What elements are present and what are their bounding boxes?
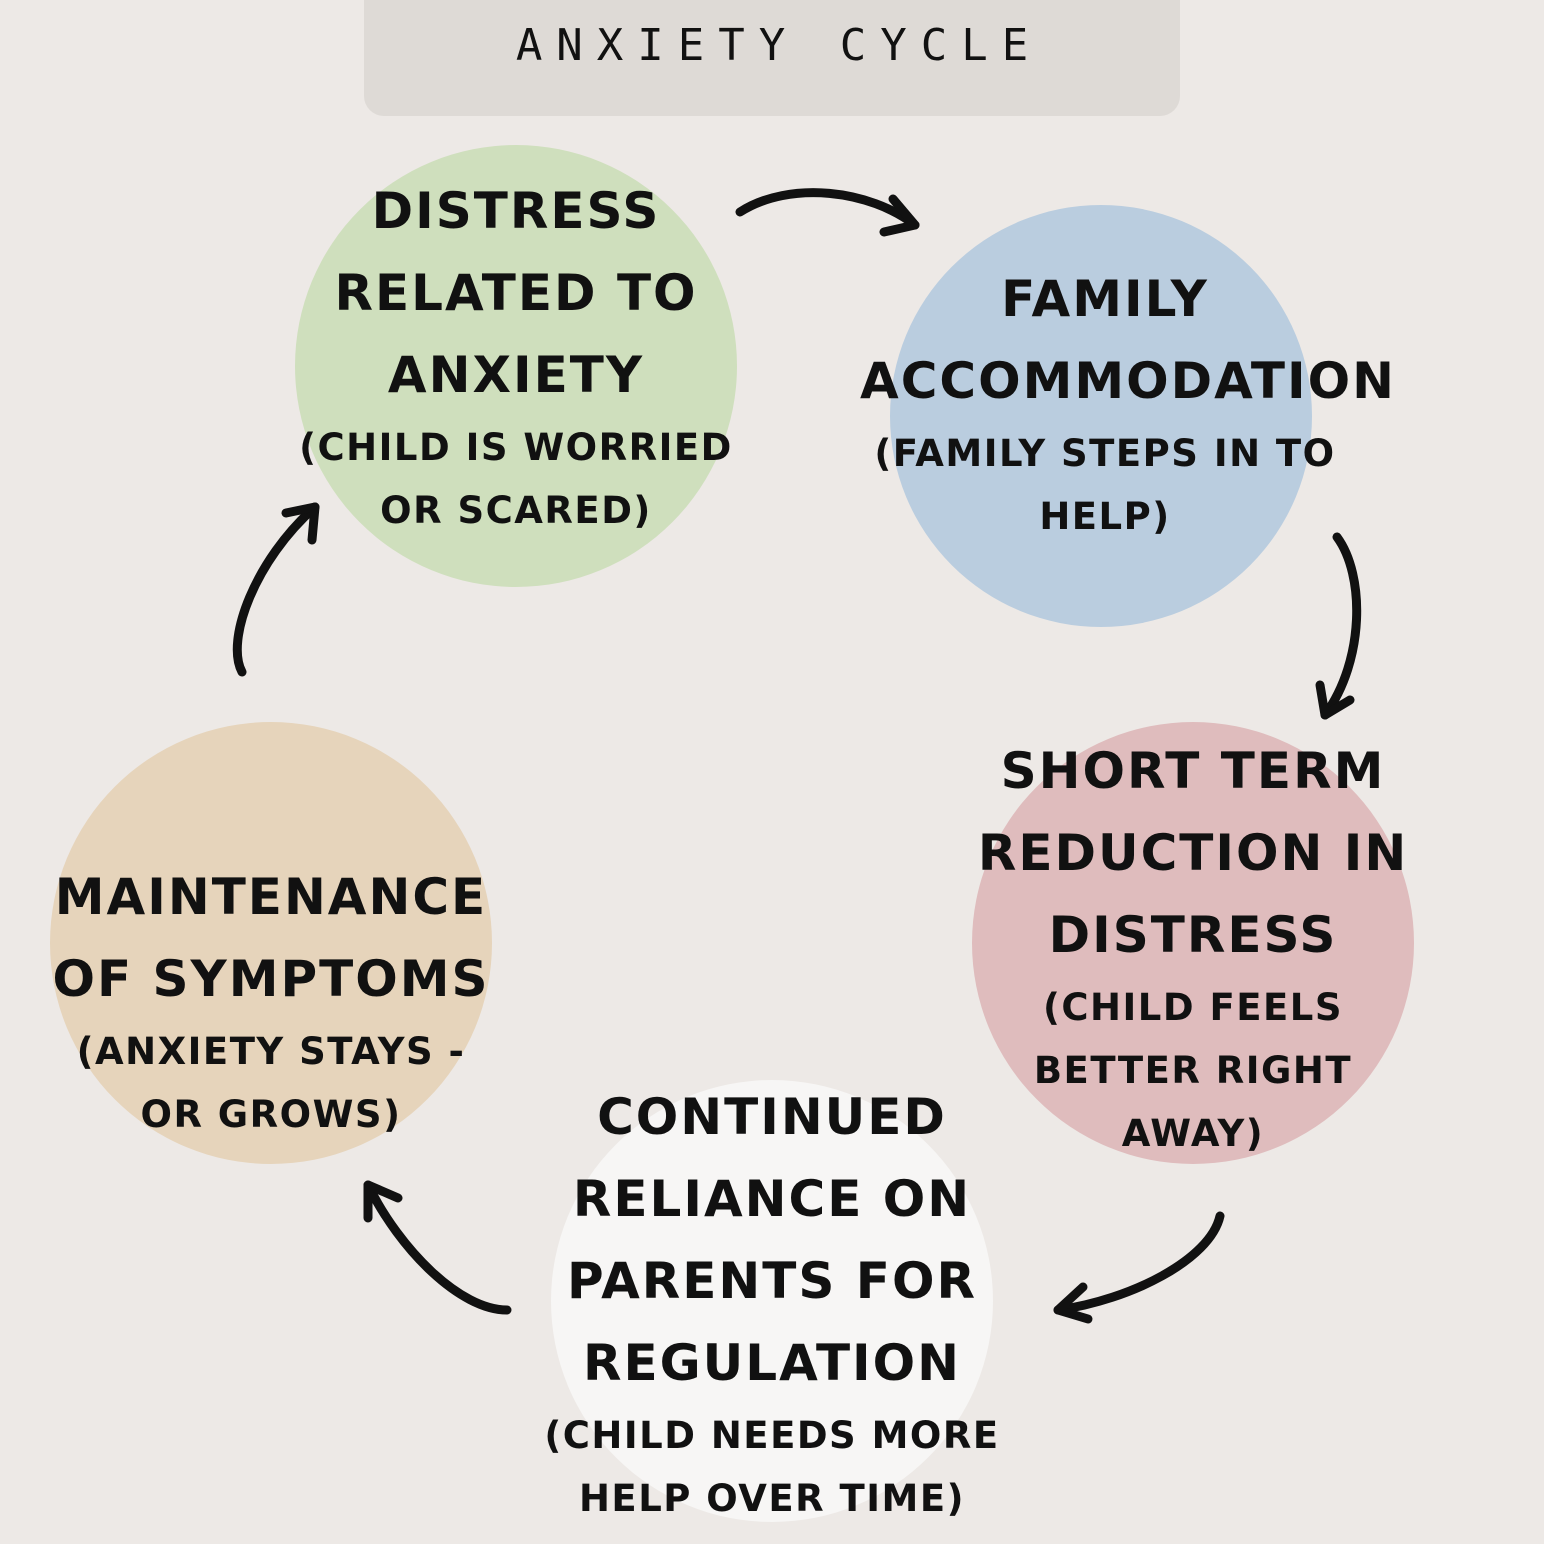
node-distress-title-line: DISTRESS bbox=[371, 182, 661, 240]
node-distress-sub-line: (CHILD IS WORRIED bbox=[299, 426, 733, 469]
node-reliance-sub-line: HELP OVER TIME) bbox=[578, 1477, 966, 1520]
node-reduction-sub-line: AWAY) bbox=[1121, 1112, 1265, 1155]
node-reliance-text: CONTINUED RELIANCE ON PARENTS FOR REGULA… bbox=[532, 1076, 1012, 1530]
node-accommodation-sub-line: HELP) bbox=[1039, 495, 1171, 538]
node-reliance-circle bbox=[551, 1080, 993, 1522]
node-reliance-sub-line: (CHILD NEEDS MORE bbox=[544, 1414, 1000, 1457]
node-reduction-text: SHORT TERM REDUCTION IN DISTRESS (CHILD … bbox=[972, 730, 1414, 1165]
node-reduction-sub-line: BETTER RIGHT bbox=[1033, 1049, 1353, 1092]
node-maintenance-sub-line: (ANXIETY STAYS - bbox=[76, 1030, 466, 1073]
node-reduction-circle bbox=[972, 722, 1414, 1164]
node-maintenance-title-line: MAINTENANCE bbox=[54, 868, 488, 926]
node-distress-circle bbox=[295, 145, 737, 587]
node-maintenance-circle bbox=[50, 722, 492, 1164]
node-reliance-title-line: CONTINUED bbox=[597, 1088, 947, 1146]
arrow-distress-to-accommodation bbox=[735, 188, 920, 237]
node-reduction-sub-line: (CHILD FEELS bbox=[1042, 986, 1344, 1029]
node-distress-title-line: RELATED TO bbox=[334, 264, 698, 322]
node-reliance-title-line: PARENTS FOR bbox=[567, 1252, 977, 1310]
node-reliance-title-line: RELIANCE ON bbox=[572, 1170, 972, 1228]
arrow-accommodation-to-reduction bbox=[1315, 532, 1362, 720]
node-accommodation-title-line: ACCOMMODATION bbox=[860, 352, 1396, 410]
node-accommodation-circle bbox=[890, 205, 1312, 627]
arrow-reduction-to-reliance bbox=[1053, 1211, 1225, 1324]
node-reduction-title-line: REDUCTION IN bbox=[977, 824, 1409, 882]
node-accommodation-sub-line: (FAMILY STEPS IN TO bbox=[874, 432, 1336, 475]
node-distress-sub-line: OR SCARED) bbox=[380, 489, 652, 532]
node-distress-text: DISTRESS RELATED TO ANXIETY (CHILD IS WO… bbox=[296, 170, 736, 542]
node-reliance-title-line: REGULATION bbox=[582, 1334, 962, 1392]
node-maintenance-title-line: OF SYMPTOMS bbox=[52, 950, 490, 1008]
node-maintenance-text: MAINTENANCE OF SYMPTOMS (ANXIETY STAYS -… bbox=[40, 856, 502, 1146]
arrow-reliance-to-maintenance bbox=[363, 1180, 512, 1315]
node-reduction-title-line: DISTRESS bbox=[1048, 906, 1338, 964]
title-banner: ANXIETY CYCLE bbox=[364, 0, 1180, 116]
node-accommodation-text: FAMILY ACCOMMODATION (FAMILY STEPS IN TO… bbox=[860, 258, 1396, 548]
node-reduction-title-line: SHORT TERM bbox=[1000, 742, 1386, 800]
node-distress-title-line: ANXIETY bbox=[387, 346, 645, 404]
node-accommodation-title-line: FAMILY bbox=[1001, 270, 1209, 328]
diagram-title: ANXIETY CYCLE bbox=[515, 20, 1043, 71]
node-maintenance-sub-line: OR GROWS) bbox=[140, 1093, 402, 1136]
